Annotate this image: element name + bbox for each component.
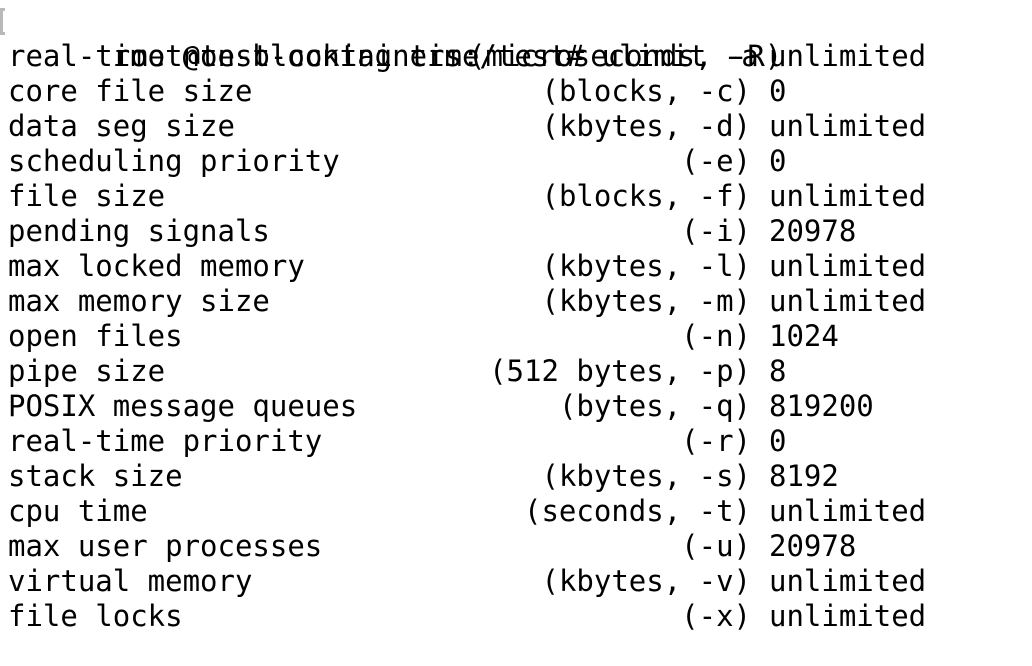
ulimit-resource-name: real-time non-blocking time [8,39,480,73]
ulimit-row: file size (blocks, -f) unlimited [0,179,1032,214]
ulimit-resource-name: real-time priority [8,424,323,458]
ulimit-unit-flag: (kbytes, -m) [541,284,751,318]
ulimit-unit-flag: (blocks, -f) [541,179,751,213]
ulimit-resource-name: open files [8,319,183,353]
command-line: root@test-containers:/test# ulimit -a [0,4,1032,73]
ulimit-resource-name: max locked memory [8,249,305,283]
ulimit-unit-flag: (-e) [681,144,751,178]
ulimit-unit-flag: (seconds, -t) [524,494,751,528]
shell-prompt: root@test-containers:/test# [112,39,585,73]
ulimit-unit-flag: (kbytes, -d) [541,109,751,143]
ulimit-row: real-time priority (-r) 0 [0,424,1032,459]
ulimit-row: open files (-n) 1024 [0,319,1032,354]
ulimit-value: unlimited [769,249,927,283]
ulimit-resource-name: cpu time [8,494,148,528]
ulimit-value: 0 [769,144,787,178]
ulimit-resource-name: stack size [8,459,183,493]
ulimit-row: scheduling priority (-e) 0 [0,144,1032,179]
trailing-command-line: root@test-containers:/test# [0,634,1032,666]
ulimit-value: 8192 [769,459,839,493]
ulimit-row: pipe size (512 bytes, -p) 8 [0,354,1032,389]
ulimit-value: 8 [769,354,787,388]
ulimit-output: real-time non-blocking time(microseconds… [0,39,1032,634]
ulimit-value: 0 [769,424,787,458]
ulimit-row: stack size (kbytes, -s) 8192 [0,459,1032,494]
ulimit-row: core file size (blocks, -c) 0 [0,74,1032,109]
ulimit-row: max memory size (kbytes, -m) unlimited [0,284,1032,319]
ulimit-value: 819200 [769,389,874,423]
ulimit-value: unlimited [769,284,927,318]
ulimit-resource-name: max user processes [8,529,323,563]
ulimit-row: max locked memory (kbytes, -l) unlimited [0,249,1032,284]
ulimit-value: unlimited [769,39,927,73]
ulimit-unit-flag: (bytes, -q) [558,389,751,423]
ulimit-row: cpu time (seconds, -t) unlimited [0,494,1032,529]
ulimit-unit-flag: (-x) [681,599,751,633]
ulimit-value: unlimited [769,179,927,213]
ulimit-unit-flag: (-u) [681,529,751,563]
ulimit-resource-name: max memory size [8,284,270,318]
ulimit-row: real-time non-blocking time(microseconds… [0,39,1032,74]
ulimit-row: max user processes (-u) 20978 [0,529,1032,564]
ulimit-row: virtual memory (kbytes, -v) unlimited [0,564,1032,599]
ulimit-value: unlimited [769,109,927,143]
ulimit-unit-flag: (kbytes, -v) [541,564,751,598]
ulimit-resource-name: core file size [8,74,253,108]
ulimit-value: unlimited [769,494,927,528]
ulimit-row: data seg size (kbytes, -d) unlimited [0,109,1032,144]
ulimit-resource-name: file locks [8,599,183,633]
ulimit-unit-flag: (512 bytes, -p) [489,354,751,388]
ulimit-value: 1024 [769,319,839,353]
ulimit-resource-name: pending signals [8,214,270,248]
ulimit-row: file locks (-x) unlimited [0,599,1032,634]
ulimit-resource-name: virtual memory [8,564,253,598]
ulimit-unit-flag: (blocks, -c) [541,74,751,108]
ulimit-unit-flag: (-i) [681,214,751,248]
ulimit-resource-name: data seg size [8,109,235,143]
ulimit-resource-name: file size [8,179,166,213]
ulimit-value: unlimited [769,599,927,633]
ulimit-unit-flag: (kbytes, -s) [541,459,751,493]
ulimit-resource-name: scheduling priority [8,144,340,178]
ulimit-unit-flag: (-n) [681,319,751,353]
command-text: ulimit -a [584,39,759,73]
ulimit-row: pending signals (-i) 20978 [0,214,1032,249]
ulimit-resource-name: pipe size [8,354,166,388]
ulimit-value: 0 [769,74,787,108]
left-edge-artifact [0,8,5,35]
ulimit-row: POSIX message queues (bytes, -q) 819200 [0,389,1032,424]
ulimit-resource-name: POSIX message queues [8,389,358,423]
ulimit-value: 20978 [769,529,857,563]
ulimit-unit-flag: (-r) [681,424,751,458]
ulimit-value: 20978 [769,214,857,248]
ulimit-value: unlimited [769,564,927,598]
ulimit-unit-flag: (kbytes, -l) [541,249,751,283]
